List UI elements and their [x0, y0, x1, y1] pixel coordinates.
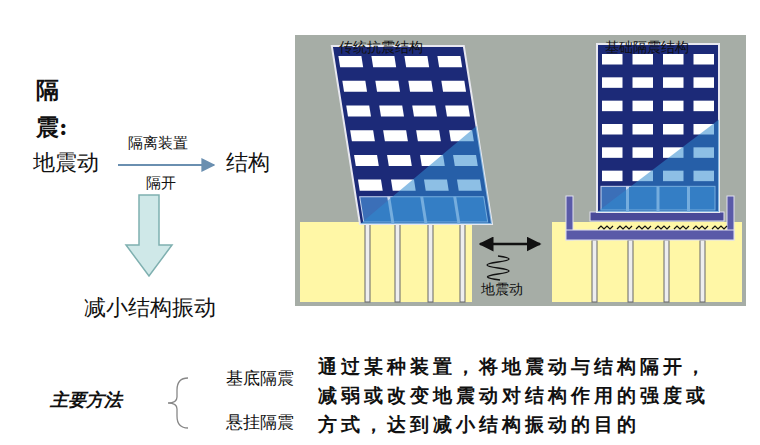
isolated-building [597, 44, 719, 212]
illustration-panel: 传统抗震结构 基础隔震结构地震动 [295, 35, 746, 306]
result-label: 减小结构振动 [84, 295, 216, 321]
isolators [598, 226, 727, 229]
topic-heading: 隔震: [36, 72, 71, 146]
ground [300, 222, 472, 302]
down-arrow [126, 195, 172, 276]
motion-label: 地震动 [481, 281, 523, 298]
piles [365, 224, 465, 302]
base-slab [590, 212, 724, 221]
traditional-building [332, 46, 492, 224]
brace [168, 378, 188, 428]
foundation [566, 230, 734, 240]
method-item: 悬挂隔震 [226, 412, 294, 432]
ground [552, 222, 742, 302]
separate-label: 隔开 [146, 174, 176, 192]
flow-arrow [118, 164, 214, 166]
method-heading: 主要方法 [50, 389, 122, 411]
shake-arrow [480, 243, 540, 246]
wave [487, 256, 509, 280]
definition-text: 通过某种装置，将地震动与结构隔开， 减弱或改变地震动对结构作用的强度或 方式，达… [318, 352, 736, 439]
device-label: 隔离装置 [128, 134, 188, 152]
building-title: 传统抗震结构 [339, 39, 423, 56]
structure-label: 结构 [226, 150, 270, 176]
building-title: 基础隔震结构 [605, 39, 689, 56]
panel-background [295, 35, 746, 306]
input-label: 地震动 [33, 150, 99, 176]
piles [592, 240, 705, 302]
method-item: 基底隔震 [226, 368, 294, 388]
